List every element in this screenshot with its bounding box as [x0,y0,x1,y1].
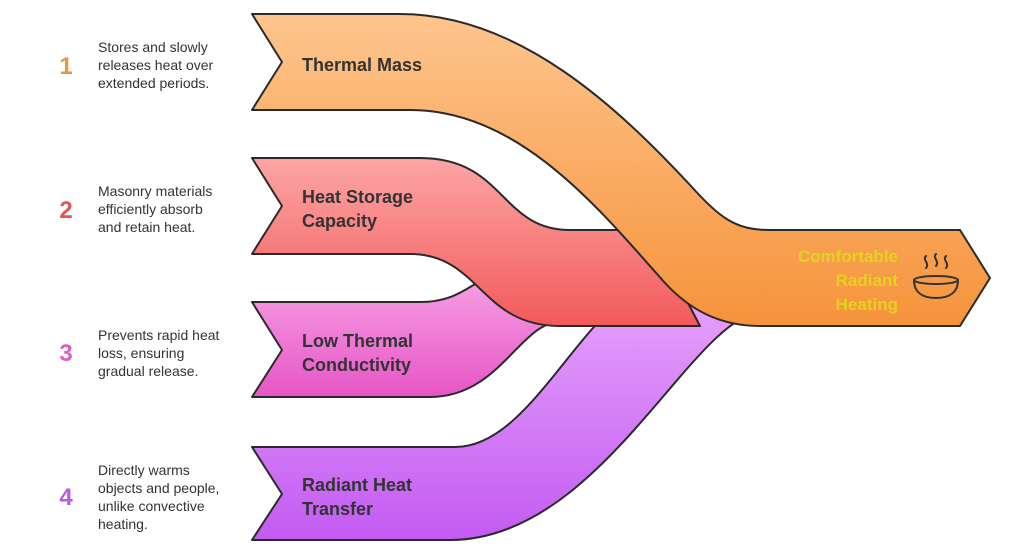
step-description-4: Directly warms objects and people, unlik… [98,462,220,532]
step-description-1: Stores and slowly releases heat over ext… [98,39,214,91]
step-description-2: Masonry materials efficiently absorb and… [98,183,213,235]
steaming-bowl-icon [913,253,959,299]
stream-heat-storage-capacity [251,157,701,327]
stream-label-radiant-heat-transfer: Radiant Heat Transfer [302,475,413,519]
step-number-2: 2 [59,197,73,224]
step-number-4: 4 [59,484,73,511]
stream-label-thermal-mass: Thermal Mass [302,55,423,75]
outcome-label: Comfortable Radiant Heating [797,247,898,314]
step-number-1: 1 [59,53,73,80]
stream-label-low-thermal-conductivity: Low Thermal Conductivity [302,331,414,375]
step-number-3: 3 [59,340,73,367]
stream-thermal-mass [251,13,991,327]
stream-label-heat-storage-capacity: Heat Storage Capacity [302,187,414,231]
step-description-3: Prevents rapid heat loss, ensuring gradu… [98,327,220,379]
